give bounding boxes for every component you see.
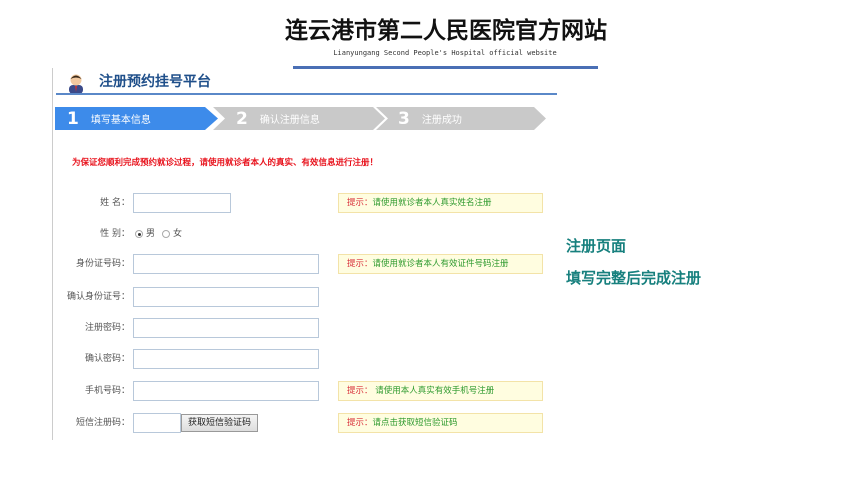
id-label: 身份证号码： [75, 259, 130, 269]
site-title: 连云港市第二人民医院官方网站 [285, 18, 607, 44]
confirm-id-input[interactable] [133, 287, 319, 307]
confirm-id-label: 确认身份证号： [66, 292, 130, 302]
panel-border [52, 68, 53, 440]
step-1: 1 填写基本信息 [55, 107, 218, 130]
warning-message: 为保证您顺利完成预约就诊过程，请使用就诊者本人的真实、有效信息进行注册！ [72, 158, 379, 168]
gender-female-radio[interactable] [162, 230, 171, 238]
name-label: 姓 名： [100, 198, 130, 208]
site-subtitle: Lianyungang Second People's Hospital off… [333, 49, 557, 57]
annotation-line-2: 填写完整后完成注册 [566, 269, 702, 287]
name-tip: 提示：请使用就诊者本人真实姓名注册 [338, 193, 543, 213]
phone-label: 手机号码： [84, 386, 130, 396]
step-number: 1 [67, 108, 79, 129]
step-label: 注册成功 [421, 115, 462, 126]
sms-code-input[interactable] [133, 413, 181, 433]
password-input[interactable] [133, 318, 319, 338]
gender-male-radio[interactable] [135, 230, 143, 238]
phone-tip: 提示： 请使用本人真实有效手机号注册 [338, 381, 543, 401]
gender-label: 性 别： [100, 229, 130, 239]
id-tip: 提示：请使用就诊者本人有效证件号码注册 [338, 254, 543, 274]
step-2: 2 确认注册信息 [213, 107, 385, 130]
step-number: 2 [236, 108, 248, 129]
panel-divider [56, 93, 557, 95]
get-sms-code-button[interactable]: 获取短信验证码 [181, 414, 258, 432]
sms-tip: 提示：请点击获取短信验证码 [338, 413, 543, 433]
phone-input[interactable] [133, 381, 319, 401]
annotation-line-1: 注册页面 [566, 237, 627, 255]
sms-label: 短信注册码： [75, 418, 130, 428]
step-3: 3 注册成功 [376, 107, 546, 130]
confirm-password-input[interactable] [133, 349, 319, 369]
step-label: 填写基本信息 [90, 115, 151, 126]
panel-title: 注册预约挂号平台 [99, 74, 211, 90]
step-label: 确认注册信息 [259, 115, 320, 126]
confirm-password-label: 确认密码： [84, 354, 130, 364]
id-input[interactable] [133, 254, 319, 274]
user-avatar-icon [69, 74, 83, 94]
name-input[interactable] [133, 193, 231, 213]
gender-radio-group: 男 女 [135, 228, 182, 240]
title-divider [293, 66, 598, 69]
password-label: 注册密码： [84, 323, 130, 333]
step-number: 3 [398, 108, 410, 129]
